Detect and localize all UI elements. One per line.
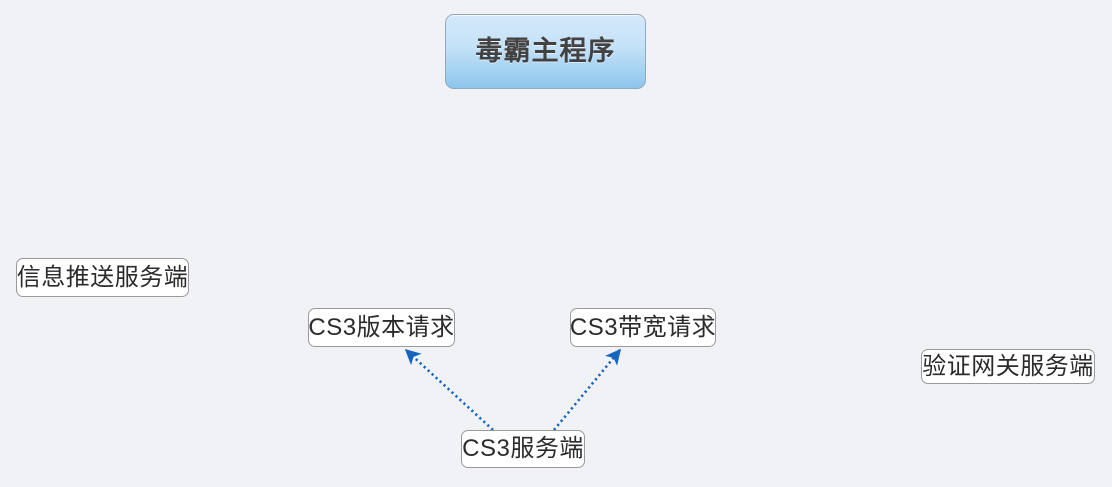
node-push-service-label: 信息推送服务端 <box>16 263 189 291</box>
node-cs3-server-label: CS3服务端 <box>462 435 584 462</box>
node-cs3-version-request[interactable]: CS3版本请求 <box>308 308 455 347</box>
node-auth-gateway-service[interactable]: 验证网关服务端 <box>921 349 1095 384</box>
node-root[interactable]: 毒霸主程序 <box>445 14 646 89</box>
node-auth-gateway-service-label: 验证网关服务端 <box>922 352 1094 380</box>
connector-cs3-server-to-version-request <box>404 348 494 431</box>
connector-cs3-server-to-bandwidth-request <box>552 348 622 431</box>
node-cs3-bandwidth-request-label: CS3带宽请求 <box>569 313 717 341</box>
node-cs3-bandwidth-request[interactable]: CS3带宽请求 <box>570 308 716 347</box>
node-cs3-server[interactable]: CS3服务端 <box>461 430 585 468</box>
node-push-service[interactable]: 信息推送服务端 <box>16 258 189 297</box>
node-root-label: 毒霸主程序 <box>475 36 616 66</box>
node-cs3-version-request-label: CS3版本请求 <box>308 313 455 341</box>
